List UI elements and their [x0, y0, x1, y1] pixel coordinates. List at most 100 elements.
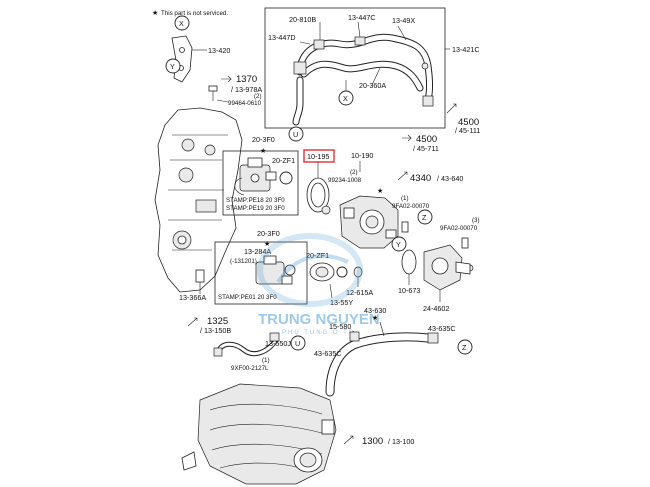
label-13-366A: 13-366A — [179, 293, 206, 302]
watermark-logo — [257, 233, 363, 307]
label-13-447C: 13-447C — [348, 13, 376, 22]
intake-manifold — [197, 383, 337, 485]
label-10-195: 10-195 — [307, 152, 329, 161]
callout-u-top-label: U — [293, 130, 298, 139]
label-stamp2: STAMP:PE19 20 3F0 — [226, 205, 285, 212]
vacuum-pipe-13-550J — [213, 332, 280, 357]
inset-box-lower — [214, 241, 308, 305]
water-outlet-24-4602 — [423, 244, 471, 291]
callout-y-right — [391, 236, 407, 252]
label-20-ZF1a: 20-ZF1 — [272, 156, 295, 165]
label-9XF00-2127L: 9XF00-2127L — [231, 365, 269, 372]
callout-x-top — [174, 15, 190, 31]
bracket-13-420 — [171, 35, 207, 83]
notice-text: This part is not serviced. — [161, 10, 228, 17]
label-45-111: / 45-111 — [455, 126, 480, 135]
highlight-box-10-195 — [303, 149, 335, 163]
star-10-190: ★ — [377, 186, 383, 195]
callout-z-right — [417, 209, 433, 225]
hose-13-421c — [292, 33, 434, 126]
hose-group-box — [264, 7, 446, 129]
hose-43-630 — [325, 331, 439, 397]
label-99464-0610: 99464-0610 — [228, 100, 262, 107]
bolt-99464 — [208, 85, 229, 103]
label-4500b: 4500 — [416, 134, 437, 145]
label-20-3F0a: 20-3F0 — [252, 135, 275, 144]
label-12-615A: 12-615A — [346, 288, 373, 297]
ref-arrow-1370 — [221, 75, 232, 83]
label-20-810B: 20-810B — [289, 15, 316, 24]
ref-arrow-4500a — [446, 103, 457, 114]
label-13-49X: 13-49X — [392, 16, 415, 25]
label-13-100: / 13-100 — [388, 437, 414, 446]
label-43-635C-a: 43-635C — [428, 324, 456, 333]
label-1325: 1325 — [207, 316, 228, 327]
label-1370: 1370 — [236, 74, 257, 85]
label-stamp1: STAMP:PE18 20 3F0 — [226, 197, 285, 204]
front-arrow-icon — [181, 451, 197, 471]
callout-z-bottom-label: Z — [462, 343, 467, 352]
label-13-550J: 13-550J — [265, 339, 291, 348]
bolt-9FA02b — [461, 237, 469, 249]
star-20-3F0a: ★ — [260, 146, 266, 155]
label-13-55Y: 13-55Y — [330, 298, 353, 307]
label-43-630: 43-630 — [364, 306, 386, 315]
label-1300: 1300 — [362, 436, 383, 447]
inset-box-upper — [222, 150, 299, 216]
label-13-421C: 13-421C — [452, 45, 480, 54]
callout-y-left-label: Y — [170, 62, 175, 71]
label-9FA02-00070a: 9FA02-00070 — [392, 203, 430, 210]
gasket-10-673 — [401, 249, 417, 275]
label-13-978A: / 13-978A — [231, 85, 262, 94]
label-2b: (2) — [350, 169, 358, 176]
ref-arrow-4500b — [402, 134, 412, 142]
label-43-635C-b: 43-635C — [314, 349, 342, 358]
label-2a: (2) — [254, 93, 262, 100]
label-15-580: 15-580 — [329, 322, 351, 331]
label-13-447D: 13-447D — [268, 33, 296, 42]
label-4500a: 4500 — [458, 117, 479, 128]
ref-arrow-1300 — [343, 435, 354, 445]
housing-10-190 — [339, 195, 399, 249]
label-10-190: 10-190 — [351, 151, 373, 160]
label-4340: 4340 — [410, 173, 431, 184]
engine-block — [154, 107, 243, 293]
label-stamp3: STAMP:PE01 20 3F0 — [218, 294, 277, 301]
label-20-ZF1b: 20-ZF1 — [306, 251, 329, 260]
purge-valve-upper — [234, 157, 277, 196]
label-13-420: 13-420 — [208, 46, 230, 55]
watermark-sub: PHỤ TÙNG Ô TÔ — [282, 329, 355, 336]
ref-arrow-4340 — [397, 171, 408, 181]
star-20-3F0b: ★ — [264, 239, 270, 248]
label-20-3F0b: 20-3F0 — [257, 229, 280, 238]
bolt-13-366A — [195, 269, 205, 283]
callout-z-right-label: Z — [422, 213, 427, 222]
label-9FA02-00070b: 9FA02-00070 — [440, 225, 478, 232]
callout-z-bottom — [457, 339, 473, 355]
label-24-4602: 24-4602 — [423, 304, 449, 313]
notice-star: ★ — [152, 8, 158, 17]
label-1b: (1) — [262, 357, 270, 364]
label-131201: (-131201) — [230, 258, 257, 265]
label-3: (3) — [472, 217, 480, 224]
callout-u-bottom-label: U — [295, 339, 300, 348]
label-13-150B: / 13-150B — [200, 326, 231, 335]
label-43-640: / 43-640 — [437, 174, 463, 183]
label-13-284A: 13-284A — [244, 247, 271, 256]
callout-y-right-label: Y — [396, 240, 401, 249]
oring-20-ZF1a — [279, 171, 293, 185]
callout-u-bottom — [290, 335, 306, 351]
callout-x-top-label: X — [179, 19, 184, 28]
purge-valve-lower — [255, 255, 296, 285]
label-99234-1008: 99234-1008 — [328, 177, 362, 184]
label-45-711: / 45-711 — [413, 144, 439, 153]
ref-arrow-1325 — [187, 317, 198, 327]
label-1: (1) — [401, 195, 409, 202]
label-20-360A: 20-360A — [359, 81, 386, 90]
watermark-brand: TRUNG NGUYEN — [258, 311, 380, 328]
callout-y-left — [165, 58, 181, 74]
callout-x-hose-label: X — [343, 94, 348, 103]
star-43-630: ★ — [372, 313, 378, 322]
callout-u-top — [288, 126, 304, 142]
